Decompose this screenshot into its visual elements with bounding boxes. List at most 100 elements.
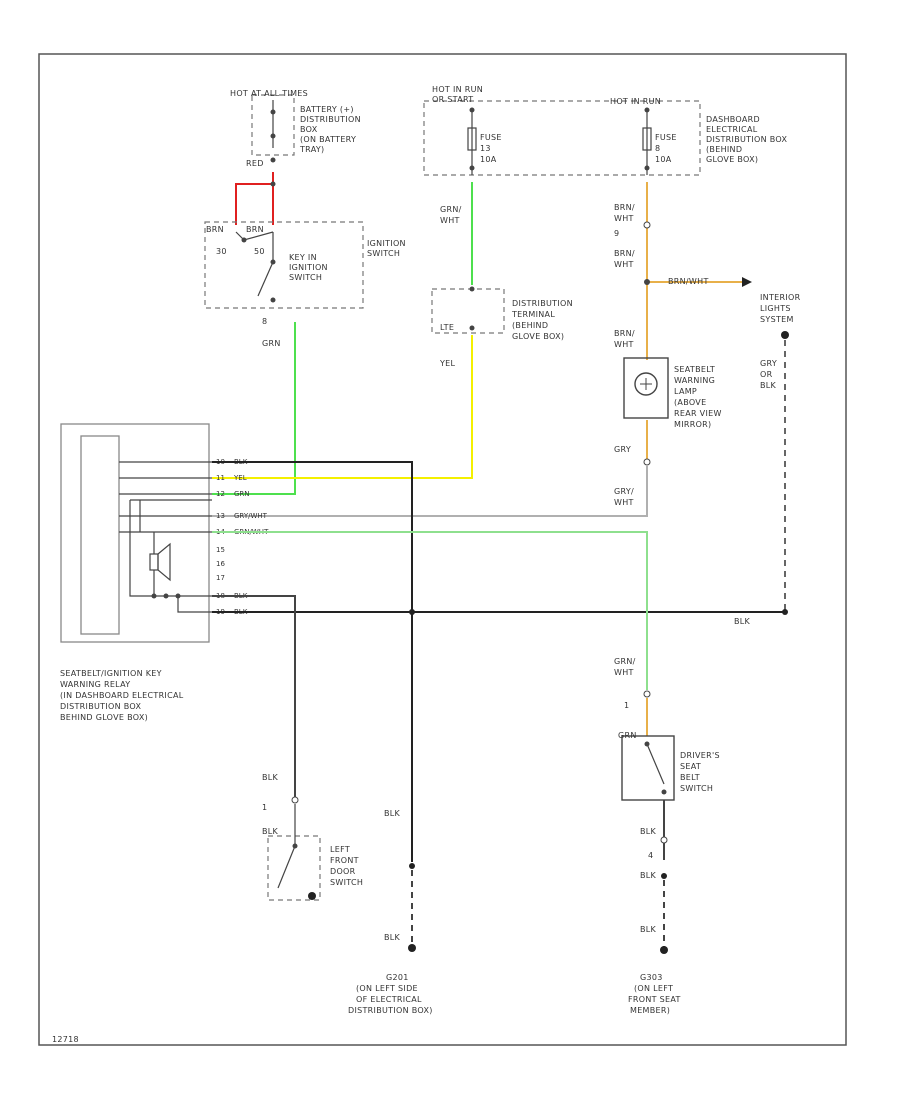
distribution-terminal: LTE DISTRIBUTION TERMINAL (BEHIND GLOVE …	[431, 286, 573, 341]
ignition-switch-label-1: IGNITION	[367, 239, 406, 248]
seat-switch-label-3: BELT	[680, 773, 700, 782]
door-switch-label-1: LEFT	[330, 845, 350, 854]
ignition-switch-label-2: SWITCH	[367, 249, 400, 258]
brn-label-left: BRN	[206, 225, 224, 234]
interior-lights-label-1: INTERIOR	[760, 293, 801, 302]
gry-wht-wire	[212, 466, 648, 517]
g303-label-4: MEMBER)	[630, 1006, 670, 1015]
dist-terminal-label-1: DISTRIBUTION	[512, 299, 573, 308]
blk-seat-label-1: BLK	[640, 827, 657, 836]
relay-pin-12: 12	[216, 490, 225, 498]
fuse-8-label-3: 10A	[655, 155, 672, 164]
door-switch-label-4: SWITCH	[330, 878, 363, 887]
gry-wht-label-a: GRY/	[614, 487, 634, 496]
seat-switch-label-4: SWITCH	[680, 784, 713, 793]
g303-label-1: G303	[640, 973, 663, 982]
blk-g201-label-1: BLK	[384, 809, 401, 818]
gry-blk-label-3: BLK	[760, 381, 777, 390]
diagram-border	[38, 53, 847, 1046]
door-switch-label-3: DOOR	[330, 867, 356, 876]
grn-wire-ignition	[212, 322, 296, 495]
seatbelt-warning-lamp: SEATBELT WARNING LAMP (ABOVE REAR VIEW M…	[623, 357, 722, 429]
key-in-label-1: KEY IN	[289, 253, 317, 262]
relay-name-2: WARNING RELAY	[60, 680, 130, 689]
brn-wht-horizontal-label: BRN/WHT	[668, 277, 709, 286]
lamp-label-2: WARNING	[674, 376, 715, 385]
dash-box-label-1: DASHBOARD	[706, 115, 760, 124]
battery-box-label-5: TRAY)	[299, 145, 324, 154]
left-front-door-switch: LEFT FRONT DOOR SWITCH	[267, 804, 363, 901]
battery-box-label-2: DISTRIBUTION	[300, 115, 361, 124]
ignition-switch: BRN BRN 30 50 KEY IN IGNITION SWITCH IGN…	[204, 221, 406, 326]
dist-terminal-label-4: GLOVE BOX)	[512, 332, 564, 341]
gry-wht-label-b: WHT	[614, 498, 634, 507]
brn-wht-label-3b: WHT	[614, 340, 634, 349]
battery-box-label-3: BOX	[300, 125, 318, 134]
seat-switch-label-1: DRIVER'S	[680, 751, 720, 760]
relay-pin-11: 11	[216, 474, 225, 482]
relay-name-5: BEHIND GLOVE BOX)	[60, 713, 148, 722]
g201-label-2: (ON LEFT SIDE	[356, 984, 418, 993]
g303-label-2: (ON LEFT	[634, 984, 673, 993]
grn-wire-label: GRN	[262, 339, 281, 348]
battery-box-label-4: (ON BATTERY	[300, 135, 356, 144]
relay-wire-gry-wht: GRY/WHT	[234, 512, 268, 520]
seat-pin-1-label: 1	[624, 701, 629, 710]
interior-lights-label-3: SYSTEM	[760, 315, 794, 324]
relay-pin-17: 17	[216, 574, 225, 582]
blk-main-label: BLK	[734, 617, 751, 626]
seat-pin-4-label: 4	[648, 851, 653, 860]
yel-wire-label: YEL	[439, 359, 456, 368]
door-pin-label: 1	[262, 803, 267, 812]
blk-door-label-1: BLK	[262, 773, 279, 782]
relay-name-1: SEATBELT/IGNITION KEY	[60, 669, 162, 678]
brn-wht-label-1b: WHT	[614, 214, 634, 223]
relay-pin-15: 15	[216, 546, 225, 554]
lamp-label-1: SEATBELT	[674, 365, 715, 374]
brn-wht-wire	[646, 182, 742, 360]
relay-name-4: DISTRIBUTION BOX	[60, 702, 141, 711]
diagram-id: 12718	[52, 1035, 79, 1044]
blk-door-label-2: BLK	[262, 827, 279, 836]
seat-switch-label-2: SEAT	[680, 762, 701, 771]
g201-label-3: OF ELECTRICAL	[356, 995, 422, 1004]
hot-run-label-1: HOT IN RUN	[432, 85, 483, 94]
ignition-terminal-50: 50	[254, 247, 265, 256]
gry-blk-label-1: GRY	[760, 359, 777, 368]
key-in-label-3: SWITCH	[289, 273, 322, 282]
ignition-pin-8: 8	[262, 317, 267, 326]
brn-wht-label-1a: BRN/	[614, 203, 635, 212]
key-in-label-2: IGNITION	[289, 263, 328, 272]
g201-label-4: DISTRIBUTION BOX)	[348, 1006, 433, 1015]
hot-run-label-2: OR START	[432, 95, 473, 104]
fuse-13-label-3: 10A	[480, 155, 497, 164]
dash-box-label-3: DISTRIBUTION BOX	[706, 135, 787, 144]
lte-label: LTE	[440, 323, 454, 332]
gry-label: GRY	[614, 445, 631, 454]
fuse-13-label-1: FUSE	[480, 133, 502, 142]
dist-terminal-label-2: TERMINAL	[511, 310, 555, 319]
dash-box-label-2: ELECTRICAL	[706, 125, 758, 134]
grn-wht-label-1a: GRN/	[440, 205, 462, 214]
brn-wht-label-3a: BRN/	[614, 329, 635, 338]
relay-pin-16: 16	[216, 560, 225, 568]
switch-grn-label: GRN	[618, 731, 637, 740]
blk-seat-label-3: BLK	[640, 925, 657, 934]
lamp-label-5: REAR VIEW	[674, 409, 722, 418]
seatbelt-ignition-key-warning-relay: 10 11 12 13 14 15 16 17 18 19 BLK YEL GR…	[60, 423, 269, 722]
blk-g201-label-2: BLK	[384, 933, 401, 942]
blk-wire-door	[212, 595, 296, 800]
lamp-label-6: MIRROR)	[674, 420, 711, 429]
dist-terminal-label-3: (BEHIND	[512, 321, 548, 330]
g201-label-1: G201	[386, 973, 409, 982]
relay-pin-13: 13	[216, 512, 225, 520]
driver-seat-belt-switch: GRN DRIVER'S SEAT BELT SWITCH	[618, 731, 720, 801]
ignition-terminal-30: 30	[216, 247, 227, 256]
relay-wire-yel: YEL	[233, 474, 247, 482]
door-switch-label-2: FRONT	[330, 856, 359, 865]
dash-box-label-4: (BEHIND	[706, 145, 742, 154]
brn-wht-label-2b: WHT	[614, 260, 634, 269]
fuse-8-label-1: FUSE	[655, 133, 677, 142]
hot-in-run-label: HOT IN RUN	[610, 97, 661, 106]
